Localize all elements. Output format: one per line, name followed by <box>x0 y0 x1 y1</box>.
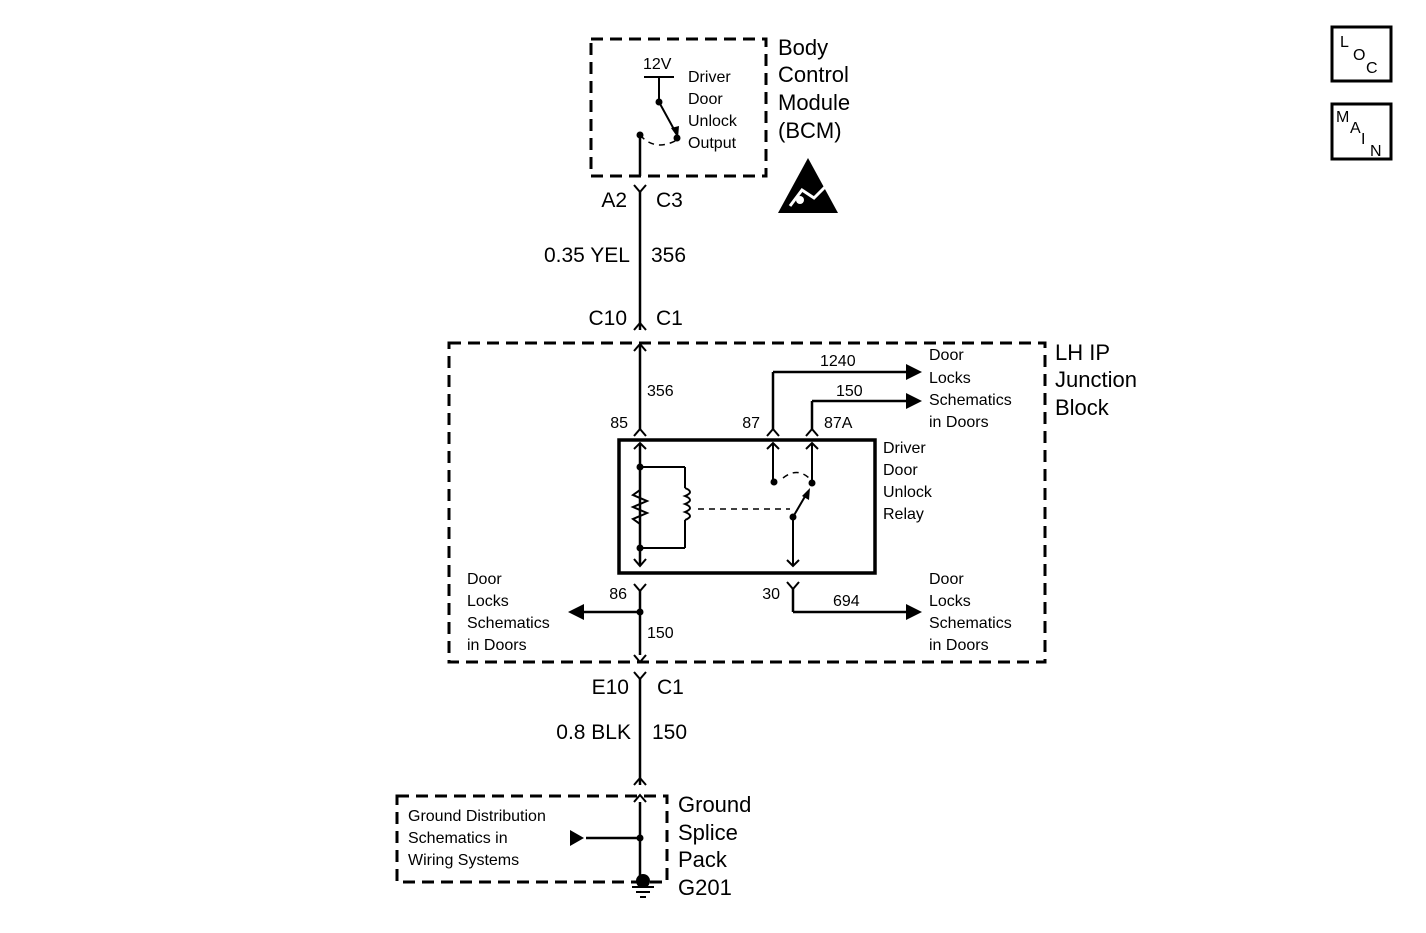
loc-letter-o: O <box>1353 47 1365 64</box>
bcm-output-3: Unlock <box>688 113 738 130</box>
ground-title-3: Pack <box>678 847 728 872</box>
bcm-output-1: Driver <box>688 69 731 86</box>
jb-circuit-150-left: 150 <box>647 625 674 642</box>
ref-top-3: Schematics <box>929 392 1012 409</box>
lh-ip-junction-block: LH IP Junction Block 356 85 86 150 Do <box>447 340 1137 664</box>
main-letter-a: A <box>1350 120 1361 137</box>
connector-a2: A2 <box>601 189 627 212</box>
ground-ref-1: Ground Distribution <box>408 808 546 825</box>
ref-right-3: Schematics <box>929 615 1012 632</box>
pin-87a: 87A <box>824 415 853 432</box>
ref-top-1: Door <box>929 347 964 364</box>
connector-c1-bottom: C1 <box>657 676 684 699</box>
relay-label-4: Relay <box>883 506 924 523</box>
main-letter-i: I <box>1361 131 1365 148</box>
ref-top-4: in Doors <box>929 414 989 431</box>
wire-circuit-bottom: 150 <box>652 721 687 744</box>
wire-size-color-top: 0.35 YEL <box>544 244 630 267</box>
main-letter-n: N <box>1370 143 1382 160</box>
wire-size-color-bottom: 0.8 BLK <box>556 721 631 744</box>
ref-left-1: Door <box>467 571 502 588</box>
loc-button[interactable]: L O C <box>1330 25 1393 83</box>
bcm-title-1: Body <box>778 35 828 60</box>
loc-letter-c: C <box>1366 60 1378 77</box>
loc-letter-l: L <box>1340 34 1349 51</box>
bcm-output-4: Output <box>688 135 737 152</box>
ref-left-3: Schematics <box>467 615 550 632</box>
ground-title-4: G201 <box>678 875 732 900</box>
ground-ref-3: Wiring Systems <box>408 852 519 869</box>
bcm-title-4: (BCM) <box>778 118 842 143</box>
wire-150: E10 C1 0.8 BLK 150 <box>556 671 687 786</box>
connector-c1-top: C1 <box>656 307 683 330</box>
jb-circuit-694: 694 <box>833 593 860 610</box>
connector-e10: E10 <box>592 676 629 699</box>
wire-circuit-top: 356 <box>651 244 686 267</box>
connector-c3: C3 <box>656 189 683 212</box>
ground-title-2: Splice <box>678 820 738 845</box>
relay-label-2: Door <box>883 462 918 479</box>
esd-warning-icon <box>778 158 838 213</box>
ref-top-2: Locks <box>929 370 971 387</box>
ref-right-2: Locks <box>929 593 971 610</box>
bcm-output-2: Door <box>688 91 723 108</box>
main-button[interactable]: M A I N <box>1330 102 1393 161</box>
bcm-title-2: Control <box>778 62 849 87</box>
ref-right-4: in Doors <box>929 637 989 654</box>
ref-left-4: in Doors <box>467 637 527 654</box>
bcm-module: Body Control Module (BCM) 12V Driver Doo… <box>589 35 850 213</box>
pin-86: 86 <box>609 586 627 603</box>
ground-ref-2: Schematics in <box>408 830 508 847</box>
relay-label-3: Unlock <box>883 484 933 501</box>
ground-title-1: Ground <box>678 792 751 817</box>
connector-c10: C10 <box>588 307 627 330</box>
bcm-voltage: 12V <box>643 56 672 73</box>
wire-356: A2 C3 0.35 YEL 356 C10 C1 <box>544 184 686 352</box>
ref-right-1: Door <box>929 571 964 588</box>
bcm-title-3: Module <box>778 90 850 115</box>
jb-title-2: Junction <box>1055 367 1137 392</box>
jb-title-1: LH IP <box>1055 340 1110 365</box>
pin-30: 30 <box>762 586 780 603</box>
ground-splice-pack: Ground Distribution Schematics in Wiring… <box>395 792 751 900</box>
main-letter-m: M <box>1336 109 1349 126</box>
jb-title-3: Block <box>1055 395 1110 420</box>
jb-circuit-150-top: 150 <box>836 383 863 400</box>
pin-85: 85 <box>610 415 628 432</box>
jb-circuit-1240: 1240 <box>820 353 856 370</box>
ref-left-2: Locks <box>467 593 509 610</box>
relay-label-1: Driver <box>883 440 926 457</box>
pin-87: 87 <box>742 415 760 432</box>
jb-circuit-356: 356 <box>647 383 674 400</box>
